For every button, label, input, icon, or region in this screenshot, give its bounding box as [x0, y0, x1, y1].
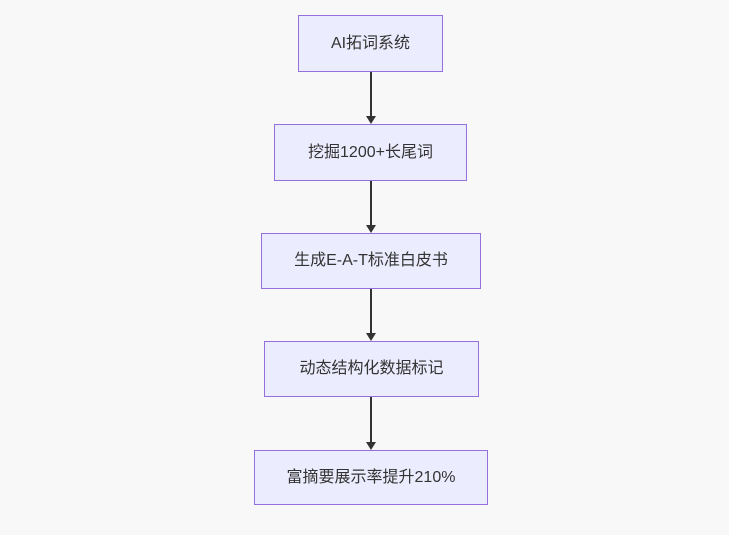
node-label: 生成E-A-T标准白皮书 [294, 252, 448, 270]
arrowhead-down-icon [366, 116, 376, 124]
node-label: 挖掘1200+长尾词 [308, 143, 433, 161]
node-label: 动态结构化数据标记 [299, 360, 444, 378]
flowchart-node-rich-snippet-result: 富摘要展示率提升210% [254, 450, 488, 505]
flow-arrow-3 [364, 289, 378, 341]
arrowhead-down-icon [366, 225, 376, 233]
flow-arrow-1 [364, 72, 378, 124]
arrow-line [370, 397, 372, 442]
flow-arrow-4 [364, 397, 378, 450]
flowchart-node-longtail-mining: 挖掘1200+长尾词 [274, 124, 467, 181]
arrow-line [370, 289, 372, 333]
node-label: 富摘要展示率提升210% [286, 468, 456, 486]
arrowhead-down-icon [366, 333, 376, 341]
arrow-line [370, 72, 372, 116]
flow-arrow-2 [364, 181, 378, 233]
flowchart-node-ai-word-system: AI拓词系统 [298, 15, 443, 72]
node-label: AI拓词系统 [330, 34, 411, 52]
arrow-line [370, 181, 372, 225]
flowchart-node-structured-data: 动态结构化数据标记 [264, 341, 479, 397]
flowchart-node-eat-whitepaper: 生成E-A-T标准白皮书 [261, 233, 481, 289]
arrowhead-down-icon [366, 442, 376, 450]
